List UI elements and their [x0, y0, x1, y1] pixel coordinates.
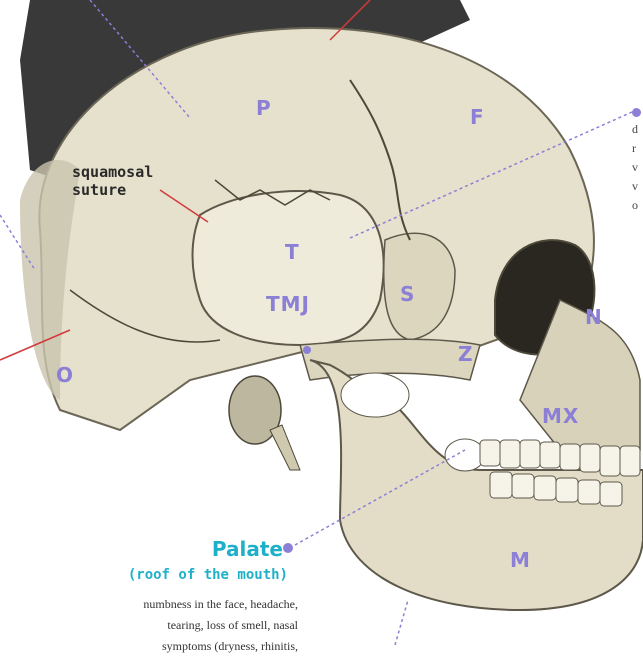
- suture-line-2: suture: [72, 181, 153, 199]
- label-maxilla: MX: [542, 404, 579, 428]
- label-sphenoid: S: [400, 282, 415, 306]
- right-callout-text: d r v v o: [632, 120, 638, 215]
- label-temporal: T: [285, 240, 300, 264]
- palate-line-2: tearing, loss of smell, nasal: [0, 615, 298, 636]
- label-nasal: N: [585, 305, 603, 329]
- right-callout-dot-icon: [632, 108, 641, 117]
- squamosal-suture-label: squamosal suture: [72, 163, 153, 199]
- suture-line-1: squamosal: [72, 163, 153, 181]
- palate-line-3: symptoms (dryness, rhinitis,: [0, 636, 298, 657]
- palate-dot-icon: [283, 543, 293, 553]
- palate-line-1: numbness in the face, headache,: [0, 594, 298, 615]
- label-tmj: TMJ: [266, 292, 310, 316]
- label-parietal: P: [256, 96, 272, 120]
- palate-title: Palate: [212, 537, 283, 561]
- label-mandible: M: [510, 548, 531, 572]
- right-note-line: v: [632, 158, 638, 177]
- palate-subtitle: (roof of the mouth): [128, 567, 288, 583]
- right-note-line: v: [632, 177, 638, 196]
- right-note-line: r: [632, 139, 638, 158]
- label-frontal: F: [470, 105, 485, 129]
- right-note-line: o: [632, 196, 638, 215]
- temporal-bone: [193, 191, 384, 345]
- label-zygomatic: Z: [458, 342, 474, 366]
- palate-description: numbness in the face, headache, tearing,…: [0, 594, 298, 657]
- right-note-line: d: [632, 120, 638, 139]
- label-occipital: O: [56, 363, 74, 387]
